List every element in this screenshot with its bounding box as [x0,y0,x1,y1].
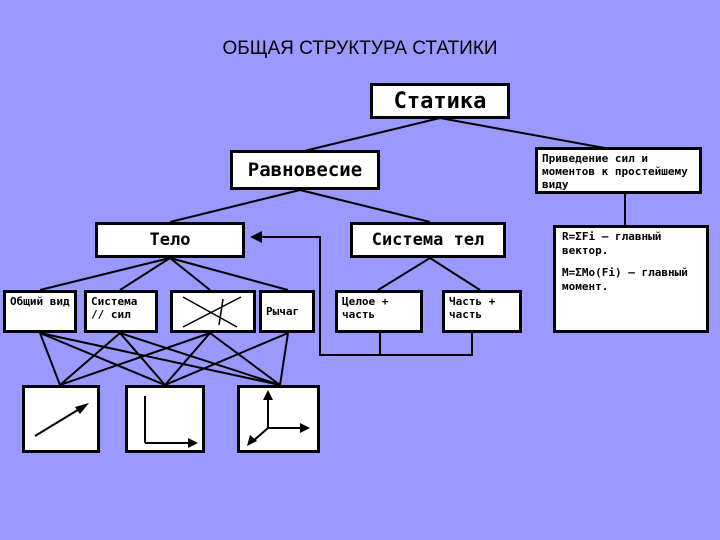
connector-ravnovesie-telo [169,189,301,223]
node-rychag: Рычаг [259,290,315,333]
glavny-moment-text: M=ΣMo(Fi) – главный момент. [562,266,688,293]
connector-l4-p10 [164,332,289,386]
node-privedenie: Приведение сил и моментов к простейшему … [535,147,702,194]
node-ravnovesie: Равновесие [230,150,380,190]
connector-l4-p5 [119,332,166,386]
connector-telo-obshchy [39,257,171,291]
connector-l4-p3 [39,332,281,386]
node-statika: Статика [370,83,510,119]
node-telo-label: Тело [149,230,191,250]
node-sistema-sil-label: Система // сил [91,295,138,321]
picture-two-axes [125,385,205,453]
connector-l4-p4 [59,332,121,386]
node-rychag-label: Рычаг [266,305,300,318]
two-axes-icon [144,396,198,448]
node-sistema-tel: Система тел [350,222,506,258]
connector-feedback [258,236,380,356]
connector-statika-privedenie [439,117,611,150]
three-axes-icon [247,390,310,446]
node-telo: Тело [95,222,245,258]
connector-telo-pic [169,257,211,291]
node-celoe-chast: Целое + часть [335,290,423,333]
connector-l4-p11 [279,332,289,386]
node-obshchy-vid-label: Общий вид [10,295,70,308]
node-sistema-sil: Система // сил [84,290,158,333]
connector-bracket [379,333,473,356]
connector-l4-p9 [209,332,281,386]
picture-three-axes [237,385,320,453]
connector-statika-ravnovesie [299,117,441,153]
single-force-arrow-icon [34,403,89,437]
connector-sistema-celoe [377,257,431,291]
node-celoe-chast-label: Целое + часть [342,295,389,321]
connector-telo-rychag [169,257,289,291]
node-obshchy-vid: Общий вид [3,290,77,333]
node-vector-moment: R=ΣFi – главный вектор. M=ΣMo(Fi) – глав… [553,225,709,333]
connector-ravnovesie-sistema [299,189,431,223]
page-title: ОБЩАЯ СТРУКТУРА СТАТИКИ [222,38,498,59]
picture-single-force [22,385,100,453]
connector-l4-p2 [39,332,166,386]
crossed-forces-icon [182,296,242,328]
connector-l4-p8 [164,332,211,386]
connector-telo-sistema-sil [119,257,171,291]
feedback-arrowhead [250,231,262,243]
node-chast-chast: Часть + часть [442,290,522,333]
connector-l4-p7 [59,332,211,386]
node-chast-chast-label: Часть + часть [449,295,496,321]
node-ravnovesie-label: Равновесие [247,159,363,181]
glavny-vektor-text: R=ΣFi – главный вектор. [562,230,662,257]
node-sistema-tel-label: Система тел [371,230,485,250]
connector-l4-p1 [39,332,61,386]
node-privedenie-label: Приведение сил и моментов к простейшему … [542,152,688,191]
node-statika-label: Статика [393,88,487,114]
connector-l4-p6 [119,332,281,386]
connector-sistema-chast [429,257,481,291]
node-crossed-forces [170,290,256,333]
